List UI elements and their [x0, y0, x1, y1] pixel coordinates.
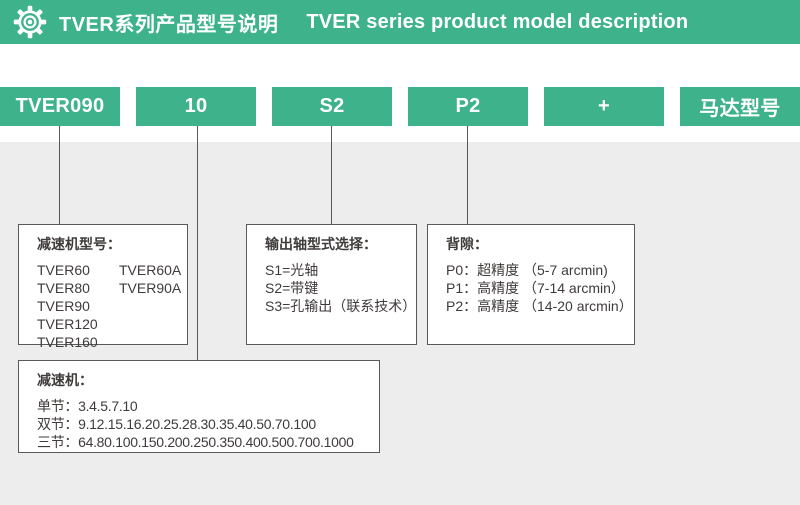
segment-plus: + [544, 87, 664, 126]
gearbox-model-box: 减速机型号： TVER60 TVER80 TVER90 TVER120 TVER… [18, 224, 188, 350]
gear-icon [13, 5, 47, 39]
connector-line-ratio [197, 126, 198, 360]
list-item: TVER120 [37, 316, 98, 332]
list-item: S3=孔输出（联系技术） [265, 298, 417, 314]
list-item: P1：高精度 （7-14 arcmin） [446, 280, 625, 296]
segment-gearbox-series: TVER090 [0, 87, 120, 126]
model-code-row: TVER090 10 S2 P2 + 马达型号 [0, 87, 800, 126]
connector-line-gearbox-model [59, 126, 60, 225]
list-item: P2：高精度 （14-20 arcmin） [446, 298, 633, 314]
list-item: S1=光轴 [265, 262, 319, 278]
segment-ratio: 10 [136, 87, 256, 126]
segment-output-shaft: S2 [272, 87, 392, 126]
gearbox-model-box-title: 减速机型号： [37, 236, 121, 252]
page-title-en: TVER series product model description [306, 10, 689, 33]
output-shaft-box-title: 输出轴型式选择： [265, 236, 377, 252]
list-item: TVER80 [37, 280, 90, 296]
list-item: TVER60A [119, 262, 182, 278]
output-shaft-box: 输出轴型式选择： S1=光轴 S2=带键 S3=孔输出（联系技术） [246, 224, 417, 345]
backlash-box-title: 背隙： [446, 236, 488, 252]
connector-line-backlash [467, 126, 468, 225]
list-item: 三节：64.80.100.150.200.250.350.400.500.700… [37, 434, 354, 450]
connector-line-output-shaft [331, 126, 332, 225]
reducer-ratios-box: 减速机： 单节：3.4.5.7.10 双节：9.12.15.16.20.25.2… [18, 360, 380, 453]
list-item: TVER60 [37, 262, 90, 278]
list-item: TVER90 [37, 298, 90, 314]
list-item: 双节：9.12.15.16.20.25.28.30.35.40.50.70.10… [37, 416, 316, 432]
list-item: 单节：3.4.5.7.10 [37, 398, 138, 414]
backlash-box: 背隙： P0：超精度 （5-7 arcmin) P1：高精度 （7-14 arc… [427, 224, 635, 345]
page-title-zh: TVER系列产品型号说明 [59, 13, 279, 36]
reducer-ratios-box-title: 减速机： [37, 372, 93, 388]
list-item: P0：超精度 （5-7 arcmin) [446, 262, 608, 278]
segment-motor-model: 马达型号 [680, 87, 800, 126]
list-item: TVER160 [37, 334, 98, 350]
list-item: TVER90A [119, 280, 182, 296]
list-item: S2=带键 [265, 280, 319, 296]
header-bar: TVER系列产品型号说明 TVER series product model d… [0, 0, 800, 44]
segment-backlash: P2 [408, 87, 528, 126]
